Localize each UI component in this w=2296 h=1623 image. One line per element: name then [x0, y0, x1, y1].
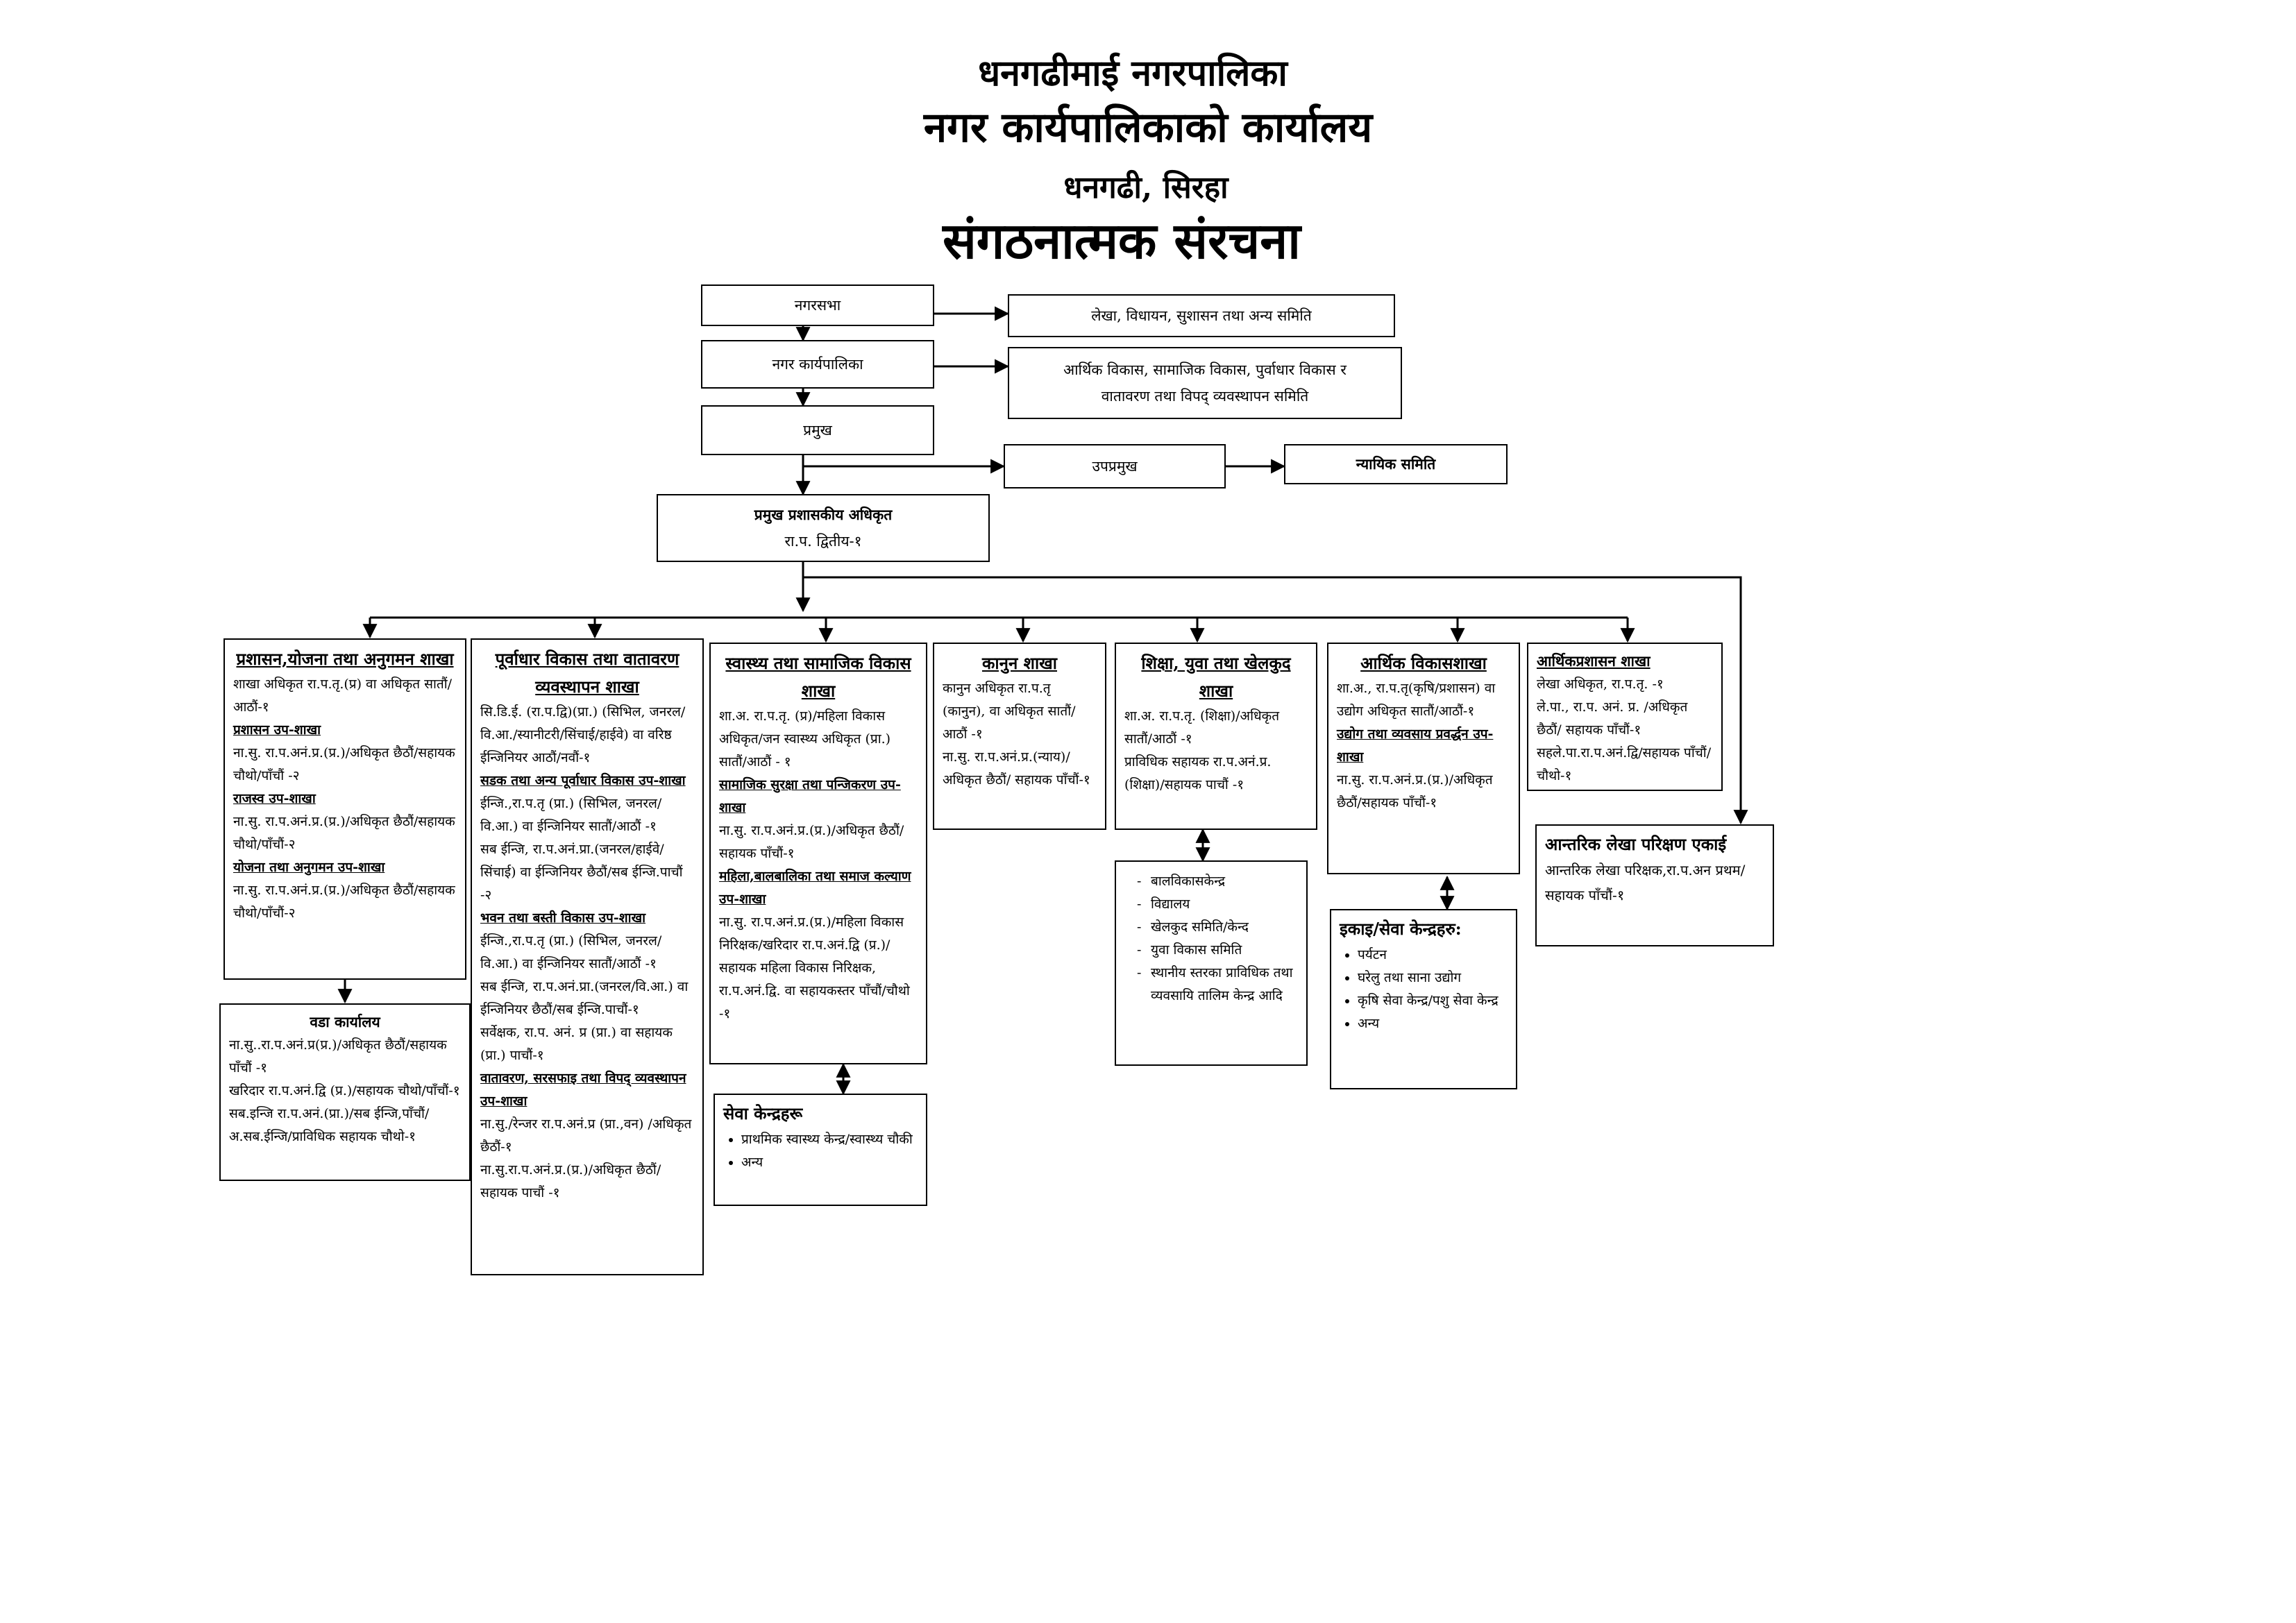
cao-box: प्रमुख प्रशासकीय अधिकृत रा.प. द्वितीय-१: [657, 494, 990, 562]
list-item: बालविकासकेन्द्र: [1137, 870, 1298, 893]
service-centers-box: सेवा केन्द्रहरू प्राथमिक स्वास्थ्य केन्द…: [714, 1094, 927, 1206]
units-service-centers-box: इकाइ/सेवा केन्द्रहरु: पर्यटन घरेलु तथा स…: [1330, 909, 1517, 1089]
committee1-box: लेखा, विधायन, सुशासन तथा अन्य समिति: [1008, 294, 1395, 337]
ward-title: वडा कार्यालय: [310, 1013, 380, 1030]
infrastructure-branch: पूर्वाधार विकास तथा वातावरण व्यवस्थापन श…: [471, 638, 704, 1275]
pramukh-box: प्रमुख: [701, 405, 934, 455]
branch-title: आर्थिक विकासशाखा: [1360, 653, 1487, 673]
chart-title: संगठनात्मक संरचना: [943, 211, 1301, 270]
health-social-branch: स्वास्थ्य तथा सामाजिक विकास शाखा शा.अ. र…: [709, 643, 927, 1064]
upapramukh-box: उपप्रमुख: [1004, 444, 1226, 488]
branch-title: प्रशासन,योजना तथा अनुगमन शाखा: [236, 649, 454, 669]
subbranch-title: योजना तथा अनुगमन उप-शाखा: [233, 860, 385, 875]
units-title: इकाइ/सेवा केन्द्रहरु:: [1340, 919, 1462, 939]
branch-title: आर्थिकप्रशासन शाखा: [1537, 652, 1651, 670]
subbranch-title: उद्योग तथा व्यवसाय प्रवर्द्धन उप-शाखा: [1337, 726, 1494, 765]
cao-title: प्रमुख प्रशासकीय अधिकृत: [754, 506, 893, 523]
municipality-name: धनगढीमाई नगरपालिका: [978, 52, 1288, 94]
subbranch-title: सामाजिक सुरक्षा तथा पन्जिकरण उप-शाखा: [719, 777, 901, 815]
financial-admin-branch: आर्थिकप्रशासन शाखा लेखा अधिकृत, रा.प.तृ.…: [1527, 643, 1723, 791]
internal-audit-box: आन्तरिक लेखा परिक्षण एकाई आन्तरिक लेखा प…: [1535, 824, 1774, 946]
ward-office-box: वडा कार्यालय ना.सु..रा.प.अनं.प्र(प्र.)/अ…: [219, 1003, 471, 1181]
subbranch-title: भवन तथा बस्ती विकास उप-शाखा: [480, 910, 646, 926]
list-item: स्थानीय स्तरका प्राविधिक तथा व्यवसायि ता…: [1137, 962, 1298, 1008]
law-branch: कानुन शाखा कानुन अधिकृत रा.प.तृ (कानुन),…: [933, 643, 1106, 830]
branch-title: कानुन शाखा: [981, 653, 1058, 673]
list-item: युवा विकास समिति: [1137, 939, 1298, 962]
list-item: प्राथमिक स्वास्थ्य केन्द्र/स्वास्थ्य चौक…: [741, 1128, 918, 1151]
nagarsabha-box: नगरसभा: [701, 284, 934, 326]
economic-development-branch: आर्थिक विकासशाखा शा.अ., रा.प.तृ(कृषि/प्र…: [1327, 643, 1520, 874]
list-item: कृषि सेवा केन्द्र/पशु सेवा केन्द्र: [1358, 989, 1508, 1012]
karyapalika-box: नगर कार्यपालिका: [701, 340, 934, 389]
location: धनगढी, सिरहा: [1063, 170, 1229, 205]
service-centers-title: सेवा केन्द्रहरू: [723, 1103, 803, 1123]
list-item: अन्य: [1358, 1012, 1508, 1035]
branch-title: पूर्वाधार विकास तथा वातावरण व्यवस्थापन श…: [495, 649, 679, 697]
list-item: अन्य: [741, 1151, 918, 1174]
branch-title: स्वास्थ्य तथा सामाजिक विकास शाखा: [725, 653, 911, 701]
office-name: नगर कार्यपालिकाको कार्यालय: [923, 103, 1373, 152]
list-item: विद्यालय: [1137, 893, 1298, 916]
branch-title: शिक्षा, युवा तथा खेलकुद शाखा: [1141, 653, 1291, 701]
audit-title: आन्तरिक लेखा परिक्षण एकाई: [1545, 834, 1727, 854]
cao-post: रा.प. द्वितीय-१: [784, 533, 862, 550]
subbranch-title: सडक तथा अन्य पूर्वाधार विकास उप-शाखा: [480, 773, 686, 788]
admin-planning-branch: प्रशासन,योजना तथा अनुगमन शाखा शाखा अधिकृ…: [223, 638, 466, 980]
education-youth-sports-branch: शिक्षा, युवा तथा खेलकुद शाखा शा.अ. रा.प.…: [1115, 643, 1317, 830]
list-item: घरेलु तथा साना उद्योग: [1358, 967, 1508, 989]
subbranch-title: वातावरण, सरसफाइ तथा विपद् व्यवस्थापन उप-…: [480, 1071, 686, 1109]
education-units-box: बालविकासकेन्द्र विद्यालय खेलकुद समिति/के…: [1115, 860, 1308, 1066]
subbranch-title: महिला,बालबालिका तथा समाज कल्याण उप-शाखा: [719, 869, 911, 907]
list-item: पर्यटन: [1358, 944, 1508, 967]
committee2-box: आर्थिक विकास, सामाजिक विकास, पुर्वाधार व…: [1008, 347, 1402, 419]
subbranch-title: राजस्व उप-शाखा: [233, 791, 316, 806]
line-cao-audit: [803, 576, 1748, 825]
subbranch-title: प्रशासन उप-शाखा: [233, 722, 321, 738]
list-item: खेलकुद समिति/केन्द: [1137, 916, 1298, 939]
nyayik-samiti-box: न्यायिक समिति: [1284, 444, 1508, 484]
